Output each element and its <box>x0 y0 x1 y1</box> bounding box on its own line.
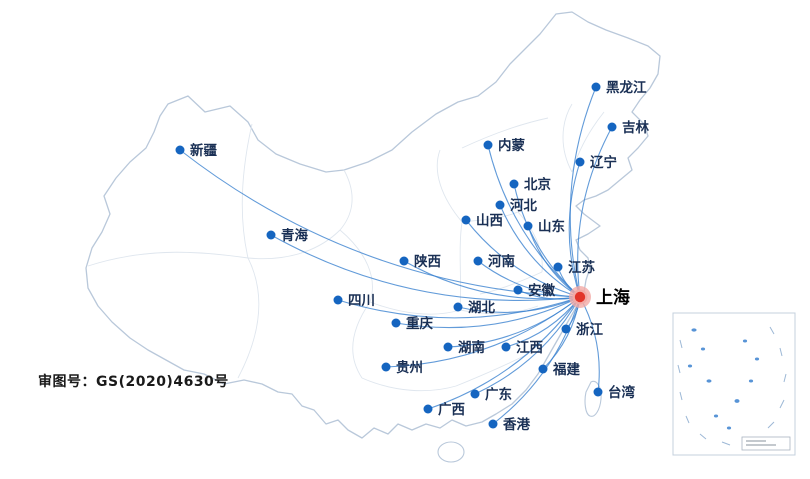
province-dot <box>488 419 498 429</box>
province-dot <box>523 221 533 231</box>
china-outline <box>85 11 661 439</box>
connection-line <box>395 296 581 329</box>
province-label: 广西 <box>438 401 465 418</box>
connection-line <box>465 219 581 298</box>
province-label: 山西 <box>476 213 503 229</box>
connection-line <box>477 260 581 298</box>
province-dot <box>553 262 563 272</box>
province-dot <box>391 318 401 328</box>
connection-line <box>499 204 581 298</box>
connection-line <box>569 86 597 298</box>
connection-line <box>457 296 581 313</box>
province-dot <box>175 145 185 155</box>
province-label: 贵州 <box>396 359 423 376</box>
province-borders <box>87 103 605 392</box>
province-label: 新疆 <box>190 142 217 159</box>
province-label: 湖南 <box>458 339 485 356</box>
province-dot <box>575 157 585 167</box>
province-dot <box>509 179 519 189</box>
province-label: 湖北 <box>468 300 495 316</box>
province-label: 广东 <box>485 386 513 403</box>
province-dot <box>470 389 480 399</box>
province-label: 辽宁 <box>590 154 617 171</box>
inset-scale-box <box>741 436 791 451</box>
province-dot <box>453 302 463 312</box>
province-label: 河南 <box>488 253 515 270</box>
hub-label: 上海 <box>596 287 630 308</box>
hub-marker: 上海 <box>569 286 630 308</box>
inset-frame <box>672 312 796 456</box>
province-label: 吉林 <box>622 119 650 136</box>
province-dot <box>513 285 523 295</box>
province-dot <box>399 256 409 266</box>
province-dot <box>423 404 433 414</box>
province-dot <box>495 200 505 210</box>
province-label: 江苏 <box>568 259 596 276</box>
connection-line <box>568 161 581 298</box>
province-label: 重庆 <box>406 315 433 332</box>
inset-islands <box>687 328 760 430</box>
province-label: 山东 <box>538 218 566 235</box>
province-dot <box>561 324 571 334</box>
province-label: 江西 <box>516 339 543 356</box>
map-approval-number: 审图号：GS(2020)4630号 <box>38 374 229 390</box>
hainan-island <box>437 441 465 463</box>
province-label: 内蒙 <box>498 137 526 154</box>
province-dot <box>381 362 391 372</box>
connection-line <box>427 296 581 410</box>
connection-line <box>474 296 581 395</box>
province-dot <box>607 122 617 132</box>
connection-line <box>579 296 600 393</box>
province-label: 浙江 <box>576 321 604 338</box>
connection-line <box>337 296 581 319</box>
province-dot <box>461 215 471 225</box>
connection-line <box>577 126 613 298</box>
province-label: 青海 <box>281 227 308 244</box>
province-dot <box>483 140 493 150</box>
province-label: 陕西 <box>414 253 441 270</box>
province-label: 河北 <box>510 197 538 214</box>
province-label: 四川 <box>348 293 375 309</box>
province-dot <box>538 364 548 374</box>
province-label: 北京 <box>524 176 551 193</box>
province-label: 黑龙江 <box>606 79 647 96</box>
province-dot <box>473 256 483 266</box>
province-dot <box>266 230 276 240</box>
province-dot <box>443 342 453 352</box>
province-dot <box>593 387 603 397</box>
province-dot <box>591 82 601 92</box>
province-label: 香港 <box>502 416 531 433</box>
province-dot <box>501 342 511 352</box>
connection-lines <box>179 86 613 425</box>
connection-line <box>270 234 581 301</box>
province-label: 安徽 <box>528 282 556 299</box>
south-china-sea-inset <box>672 312 796 456</box>
province-dot <box>333 295 343 305</box>
province-label: 台湾 <box>608 384 636 401</box>
hub-dot <box>574 291 586 303</box>
connection-line <box>385 296 581 368</box>
province-label: 福建 <box>552 361 581 378</box>
